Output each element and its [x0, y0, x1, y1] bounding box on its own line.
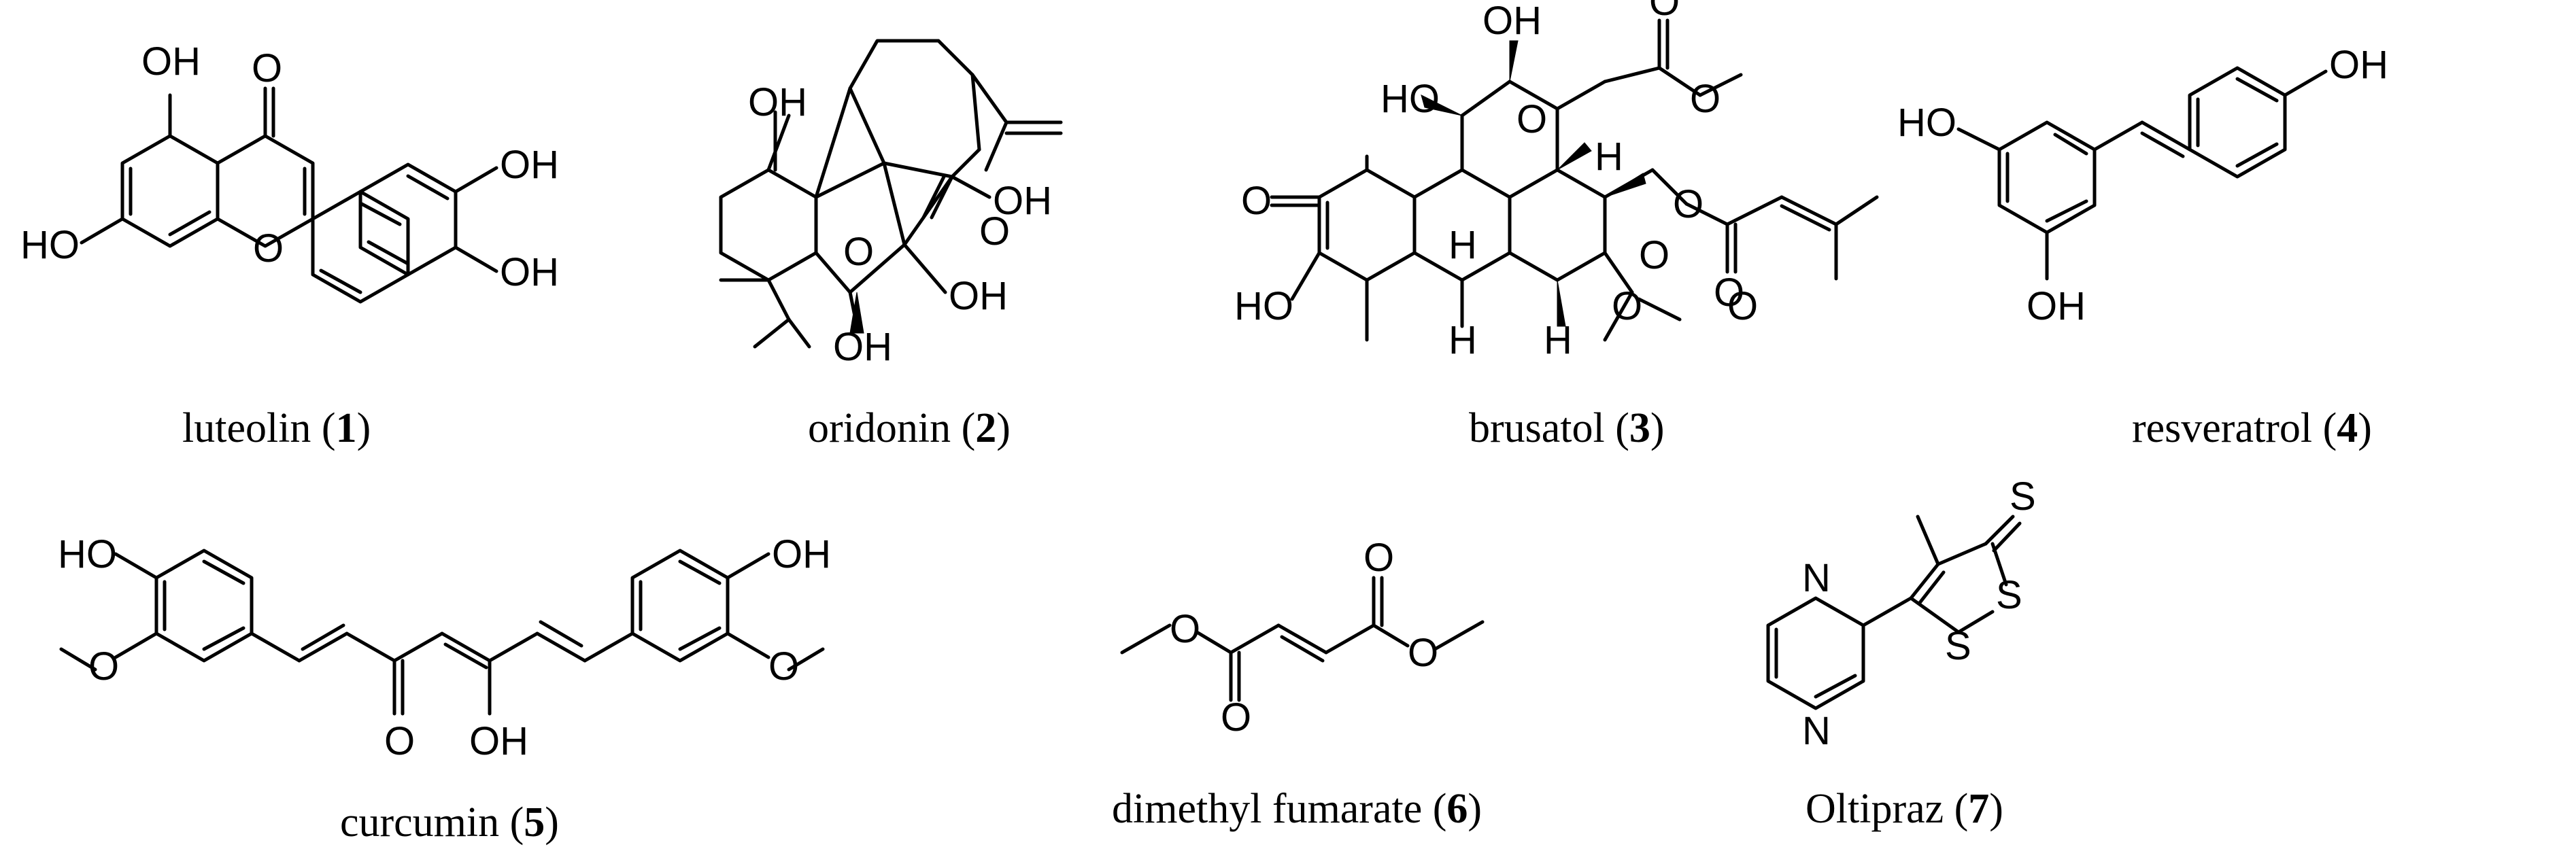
brusatol-o-ester2: O — [1690, 77, 1721, 121]
luteolin-oh-r1: OH — [500, 143, 559, 187]
oltipraz-s-top: S — [2010, 474, 2036, 519]
dimethyl-fumarate-o-right: O — [1408, 631, 1438, 675]
dimethyl-fumarate-structure: O O O O — [1120, 536, 1485, 740]
dimethyl-fumarate-caption: dimethyl fumarate (6) — [1112, 786, 1482, 832]
brusatol-o-ketone: O — [1241, 179, 1272, 223]
curcumin-caption: curcumin (5) — [340, 799, 559, 846]
brusatol-h1: H — [1595, 135, 1623, 179]
luteolin-oh-r2: OH — [500, 250, 559, 294]
brusatol-h3: H — [1448, 318, 1477, 362]
oltipraz-caption: Oltipraz (7) — [1806, 786, 2003, 832]
curcumin-o-left: O — [88, 644, 119, 689]
curcumin-o-keto: O — [384, 719, 415, 763]
oridonin-o-carbonyl: O — [979, 209, 1010, 254]
resveratrol-caption: resveratrol (4) — [2132, 405, 2372, 451]
oltipraz-structure: S N S S N — [1766, 474, 2036, 753]
curcumin-o-right: O — [768, 644, 799, 689]
oltipraz-n-bottom: N — [1802, 709, 1831, 753]
curcumin-structure: HO OH O O O OH — [58, 532, 831, 763]
brusatol-ho-bottom: HO — [1234, 284, 1293, 328]
brusatol-o-lactone: O — [1612, 284, 1642, 328]
luteolin-o-carbonyl: O — [252, 46, 282, 90]
luteolin-caption: luteolin (1) — [182, 405, 371, 451]
oridonin-caption: oridonin (2) — [808, 405, 1011, 451]
curcumin-oh-right: OH — [772, 532, 831, 576]
dimethyl-fumarate-o-bottom: O — [1221, 695, 1251, 740]
brusatol-o-ether: O — [1516, 97, 1547, 141]
oltipraz-s-ring2: S — [1945, 624, 1971, 668]
brusatol-o-lactone-c: O — [1727, 284, 1758, 328]
brusatol-h2: H — [1448, 223, 1477, 267]
brusatol-caption: brusatol (3) — [1469, 405, 1665, 451]
oridonin-oh-top: OH — [748, 80, 807, 124]
resveratrol-structure: OH HO OH — [1897, 43, 2388, 328]
luteolin-oh-top: OH — [141, 39, 201, 84]
oridonin-oh-bottom: OH — [833, 325, 892, 369]
oltipraz-s-ring1: S — [1996, 573, 2022, 617]
brusatol-o-carb: O — [1714, 271, 1744, 315]
oridonin-o-bridge: O — [843, 230, 874, 274]
oridonin-oh-mid: OH — [949, 274, 1008, 318]
oltipraz-n-top: N — [1802, 556, 1831, 600]
resveratrol-oh-bottom: OH — [2027, 284, 2086, 328]
luteolin-o-ring: O — [253, 226, 284, 271]
curcumin-ho-left: HO — [58, 532, 117, 576]
curcumin-oh-enol: OH — [469, 719, 528, 763]
dimethyl-fumarate-o-left: O — [1170, 607, 1200, 651]
resveratrol-oh-top: OH — [2329, 43, 2388, 87]
oridonin-structure: OH OH O O OH OH — [719, 39, 1063, 369]
resveratrol-ho-left: HO — [1897, 101, 1956, 145]
oridonin-oh-right: OH — [993, 179, 1052, 223]
brusatol-o-ring: O — [1639, 233, 1670, 277]
brusatol-h4: H — [1544, 318, 1572, 362]
brusatol-o-bridge: O — [1673, 182, 1704, 226]
brusatol-structure: OH HO O O H O O O HO H H O O O H O — [1234, 0, 1879, 362]
luteolin-structure: OH O HO O OH OH — [20, 39, 559, 304]
dimethyl-fumarate-o-top: O — [1363, 536, 1394, 580]
brusatol-ho-left: HO — [1380, 77, 1440, 121]
luteolin-ho-left: HO — [20, 223, 80, 267]
brusatol-oh-top: OH — [1482, 0, 1542, 43]
brusatol-o-ester1: O — [1649, 0, 1680, 24]
